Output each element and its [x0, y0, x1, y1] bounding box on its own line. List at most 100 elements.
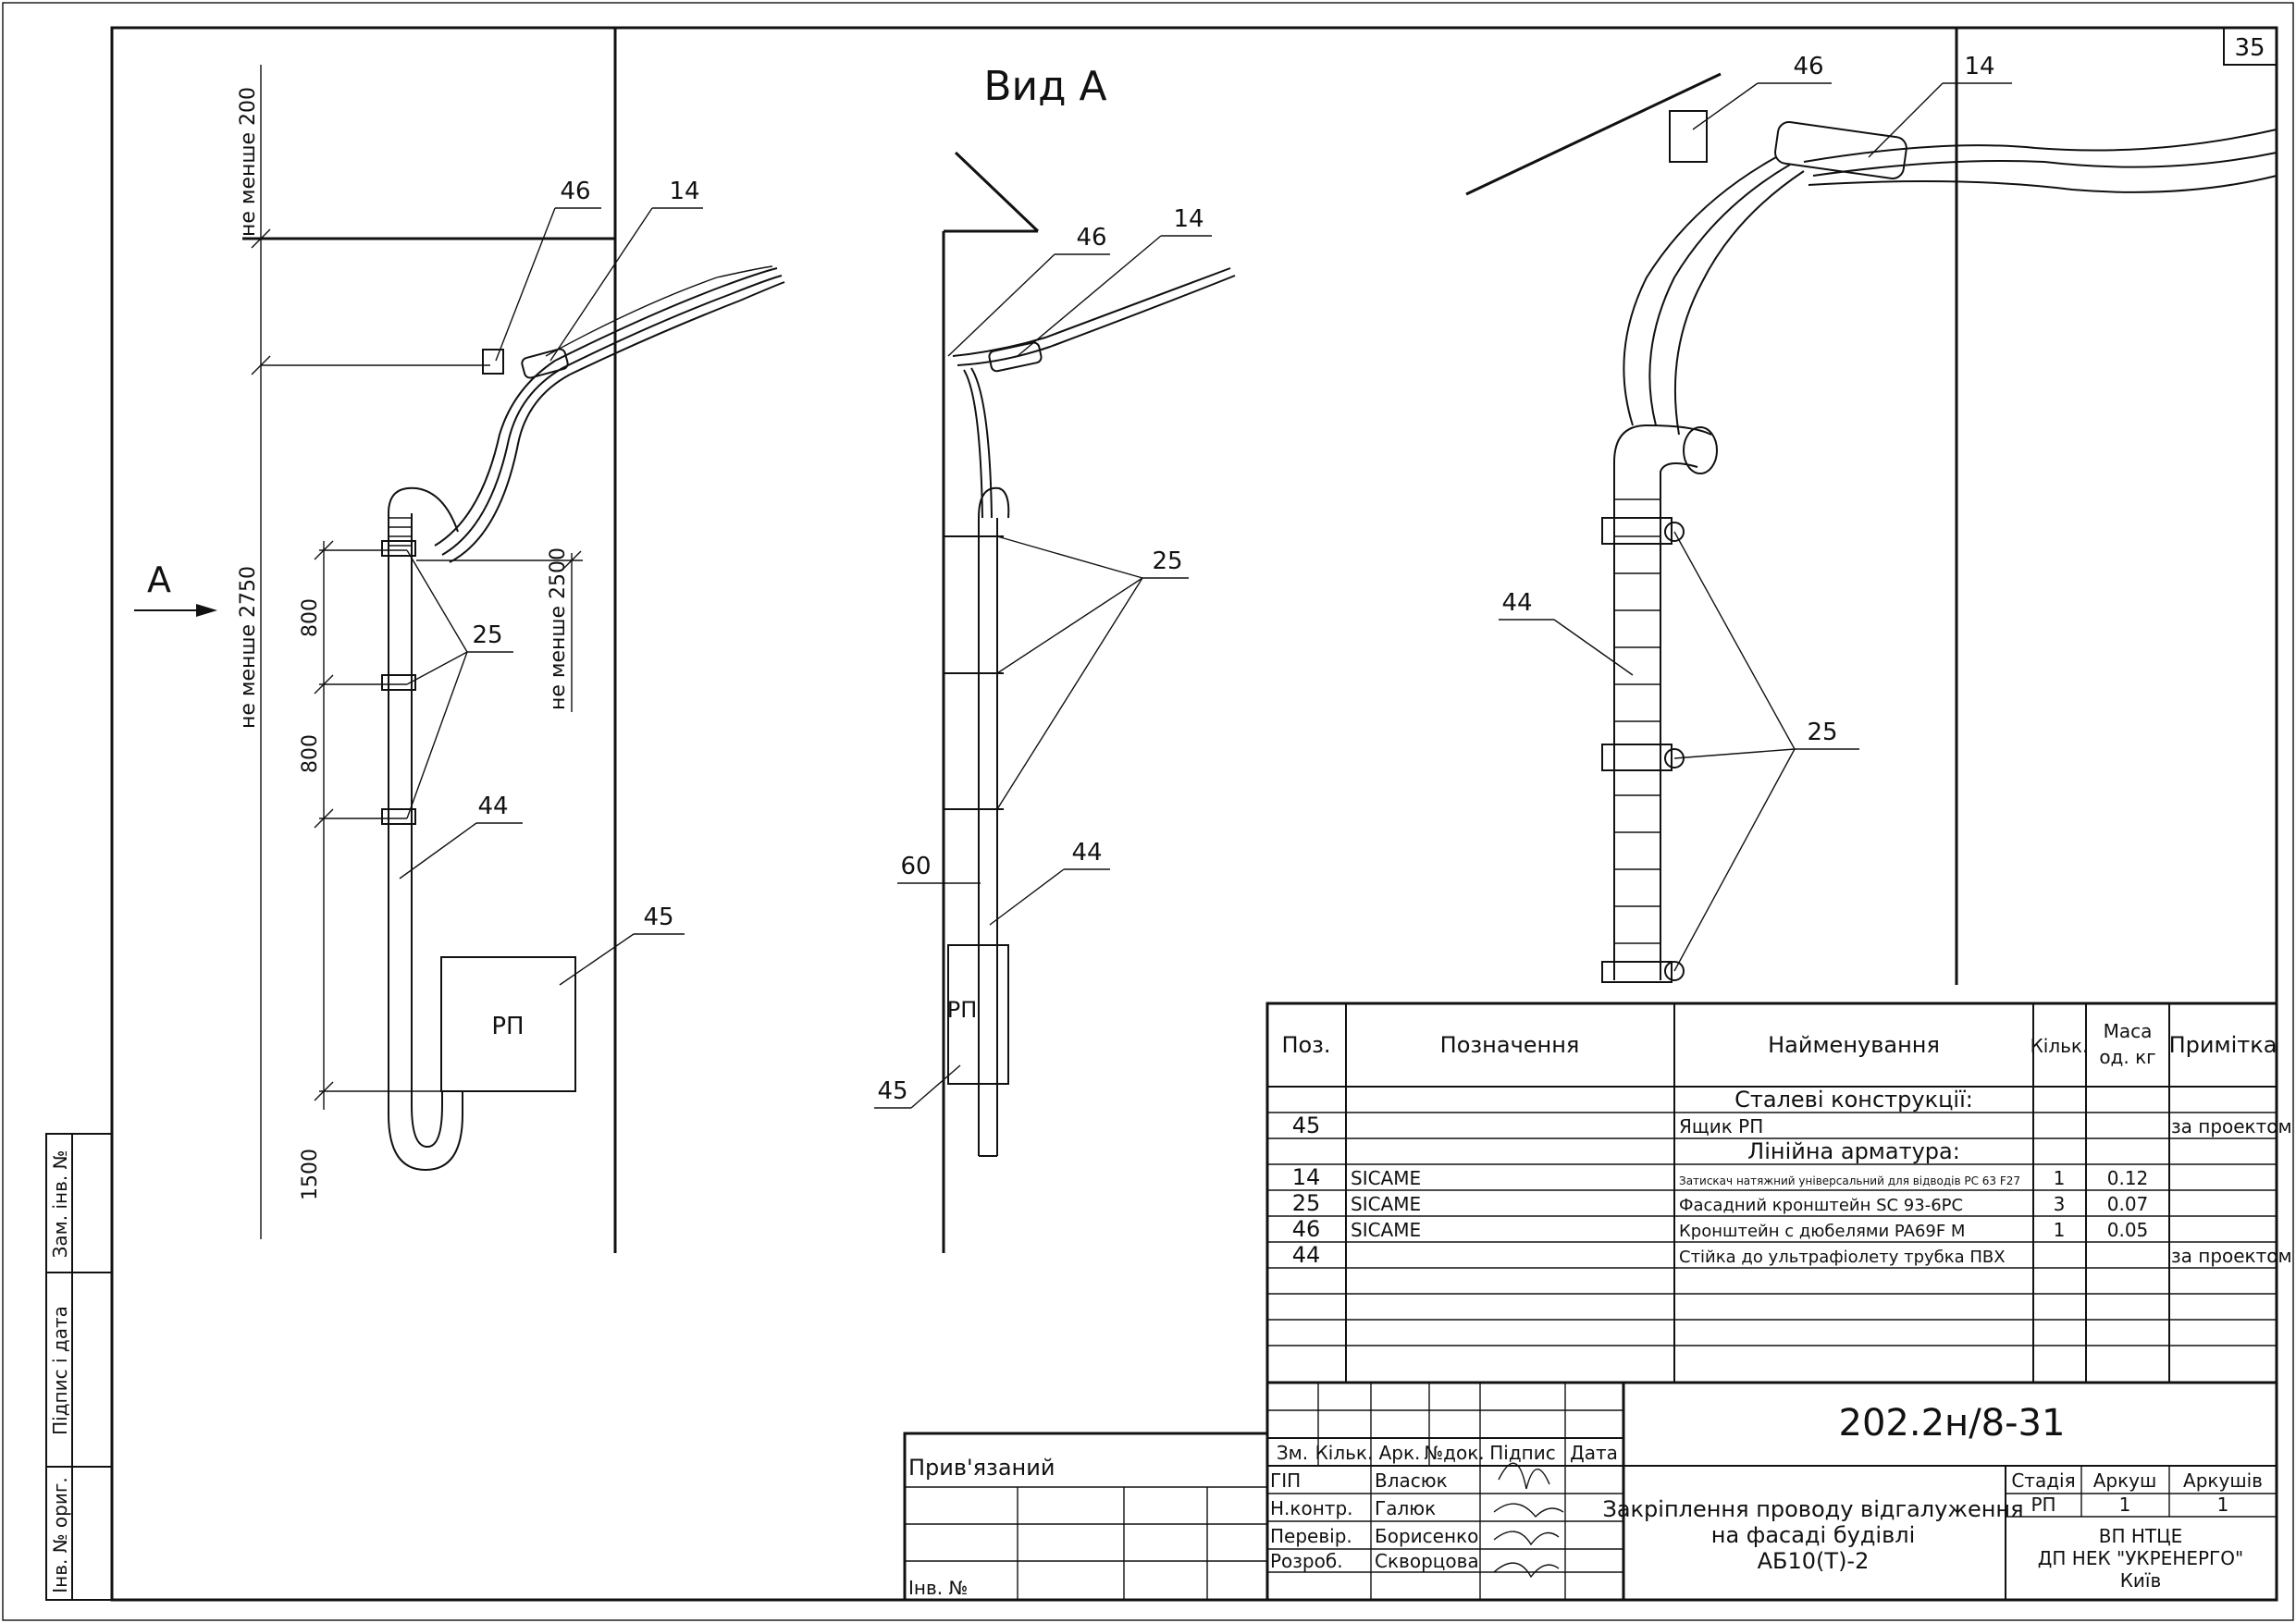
rp-box: [440, 956, 576, 1092]
spec-row-3-pos: 14: [1292, 1164, 1321, 1190]
middle-side-view: РП 60 46 14 25 44 45: [874, 151, 1236, 1253]
rp-box-label: РП: [491, 1013, 524, 1040]
dim-60: 60: [900, 853, 931, 880]
spec-row-3-name: Затискач натяжний універсальний для відв…: [1679, 1174, 2020, 1187]
tb-hdr-ndok: №док.: [1424, 1442, 1484, 1464]
dim-1500: 1500: [299, 1149, 322, 1200]
tb-sheets: 1: [2217, 1494, 2229, 1516]
dim-min-2500: не менше 2500: [547, 547, 570, 710]
sheet-number-box: [2223, 27, 2277, 66]
tb-org-1: ВП НТЦЕ: [2099, 1525, 2183, 1547]
tb-sheet-label: Аркуш: [2093, 1469, 2157, 1492]
left-front-view: не менше 200 не менше 2750 не менше 2500…: [134, 28, 785, 1253]
left-label-45: 45: [643, 904, 673, 931]
spec-row-0-name: Сталеві конструкції:: [1734, 1087, 1973, 1113]
left-label-44: 44: [477, 793, 508, 820]
spec-row-6-note: за проектом: [2171, 1245, 2292, 1267]
corrugation-ribs: [1614, 498, 1660, 944]
view-title: Вид А: [983, 63, 1106, 110]
spec-row-5-qty: 1: [2054, 1219, 2066, 1241]
mid-label-45: 45: [877, 1077, 907, 1105]
tb-role-3: Розроб.: [1270, 1550, 1343, 1572]
spec-row-3-mass: 0.12: [2107, 1167, 2149, 1189]
view-arrow-head: [196, 604, 217, 617]
tb-name-1: Галюк: [1375, 1497, 1436, 1519]
conduit-pipe: [388, 486, 463, 1172]
tb-role-0: ГІП: [1270, 1469, 1301, 1492]
detail-bracket-25-b: [1601, 744, 1673, 771]
tb-stage-label: Стадія: [2011, 1469, 2075, 1492]
bracket-46: [482, 349, 504, 375]
spec-row-4-pos: 25: [1292, 1190, 1321, 1216]
spec-row-6-pos: 44: [1292, 1242, 1321, 1268]
facade-bracket-25-b: [381, 674, 416, 691]
stamp-zam-inv: Зам. інв. №: [49, 1150, 71, 1259]
spec-header-mass-2: од. кг: [2099, 1046, 2155, 1068]
tb-inv-no: Інв. №: [908, 1577, 968, 1599]
tb-doc-code: 202.2н/8-31: [1839, 1402, 2066, 1445]
cable-bundle: [434, 265, 785, 563]
signature-2: [1493, 1531, 1560, 1546]
spec-row-6-name: Стійка до ультрафіолету трубка ПВХ: [1679, 1248, 2006, 1267]
tb-org-2: ДП НЕК "УКРЕНЕРГО": [2038, 1547, 2243, 1569]
spec-header-name: Найменування: [1768, 1032, 1940, 1058]
spec-table: Поз. Позначення Найменування Кільк. Маса…: [1265, 1002, 2292, 1384]
spec-row-5-pos: 46: [1292, 1216, 1321, 1242]
side-stamp: Зам. інв. № Підпис і дата Інв. № ориг.: [45, 1133, 113, 1601]
mid-label-25: 25: [1152, 547, 1182, 575]
mid-label-46: 46: [1076, 224, 1106, 252]
dim-min-200: не менше 200: [237, 87, 260, 237]
drawing-frame: [110, 26, 2278, 1602]
tb-name-2: Борисенко: [1375, 1525, 1478, 1547]
title-block: Прив'язаний Інв. № Зм. Кільк. Арк. №док.…: [903, 1381, 2278, 1602]
spec-header-qty: Кільк.: [2031, 1035, 2089, 1057]
spec-row-1-pos: 45: [1292, 1113, 1321, 1138]
tb-hdr-data: Дата: [1570, 1442, 1618, 1464]
spec-row-4-mass: 0.07: [2107, 1193, 2149, 1215]
spec-header-designation: Позначення: [1440, 1032, 1580, 1058]
mid-label-44: 44: [1071, 839, 1102, 867]
tb-hdr-pidpys: Підпис: [1489, 1442, 1556, 1464]
view-arrow-letter: А: [147, 559, 171, 600]
spec-row-1-note: за проектом: [2171, 1115, 2292, 1137]
detail-label-14: 14: [1964, 53, 1994, 80]
facade-bracket-25-c: [381, 808, 416, 825]
detail-bracket-46: [1669, 110, 1708, 163]
spec-header-mass-1: Маса: [2104, 1020, 2153, 1042]
dim-800b: 800: [299, 734, 322, 773]
tb-org-3: Київ: [2120, 1569, 2162, 1592]
signature-3: [1493, 1562, 1560, 1579]
stamp-pidpys-data: Підпис і дата: [49, 1306, 71, 1435]
detail-label-25: 25: [1807, 719, 1837, 746]
side-clamp-14: [988, 341, 1043, 373]
spec-row-5-name: Кронштейн с дюбелями PA69F M: [1679, 1222, 1965, 1241]
detail-bracket-25-a: [1601, 517, 1673, 545]
tb-role-2: Перевір.: [1270, 1525, 1352, 1547]
clamp-14: [521, 348, 569, 379]
signature-0: [1498, 1462, 1550, 1490]
spec-row-5-mass: 0.05: [2107, 1219, 2149, 1241]
spec-row-4-designation: SICAME: [1351, 1193, 1421, 1215]
tb-name-3: Скворцова: [1375, 1550, 1479, 1572]
detail-clamp-14: [1774, 121, 1907, 179]
tb-title-3: АБ10(Т)-2: [1758, 1548, 1870, 1574]
dim-min-2750: не менше 2750: [237, 566, 260, 729]
tb-name-0: Власюк: [1375, 1469, 1448, 1492]
right-detail-view: 46 14 44 25: [1465, 28, 2277, 985]
dim-800a: 800: [299, 598, 322, 637]
left-label-25: 25: [472, 621, 502, 649]
sheet-number: 35: [2234, 34, 2265, 62]
spec-row-1-name: Ящик РП: [1679, 1115, 1763, 1137]
left-label-14: 14: [669, 178, 699, 205]
tb-title-2: на фасаді будівлі: [1711, 1522, 1915, 1548]
spec-row-4-qty: 3: [2054, 1193, 2066, 1215]
spec-row-5-designation: SICAME: [1351, 1219, 1421, 1241]
side-rp-box-label: РП: [947, 997, 978, 1023]
spec-row-3-qty: 1: [2054, 1167, 2066, 1189]
stamp-inv-orig: Інв. № ориг.: [49, 1477, 71, 1592]
tb-hdr-ark: Арк.: [1379, 1442, 1421, 1464]
tb-hdr-zm: Зм.: [1277, 1442, 1308, 1464]
tb-attached: Прив'язаний: [908, 1455, 1055, 1481]
